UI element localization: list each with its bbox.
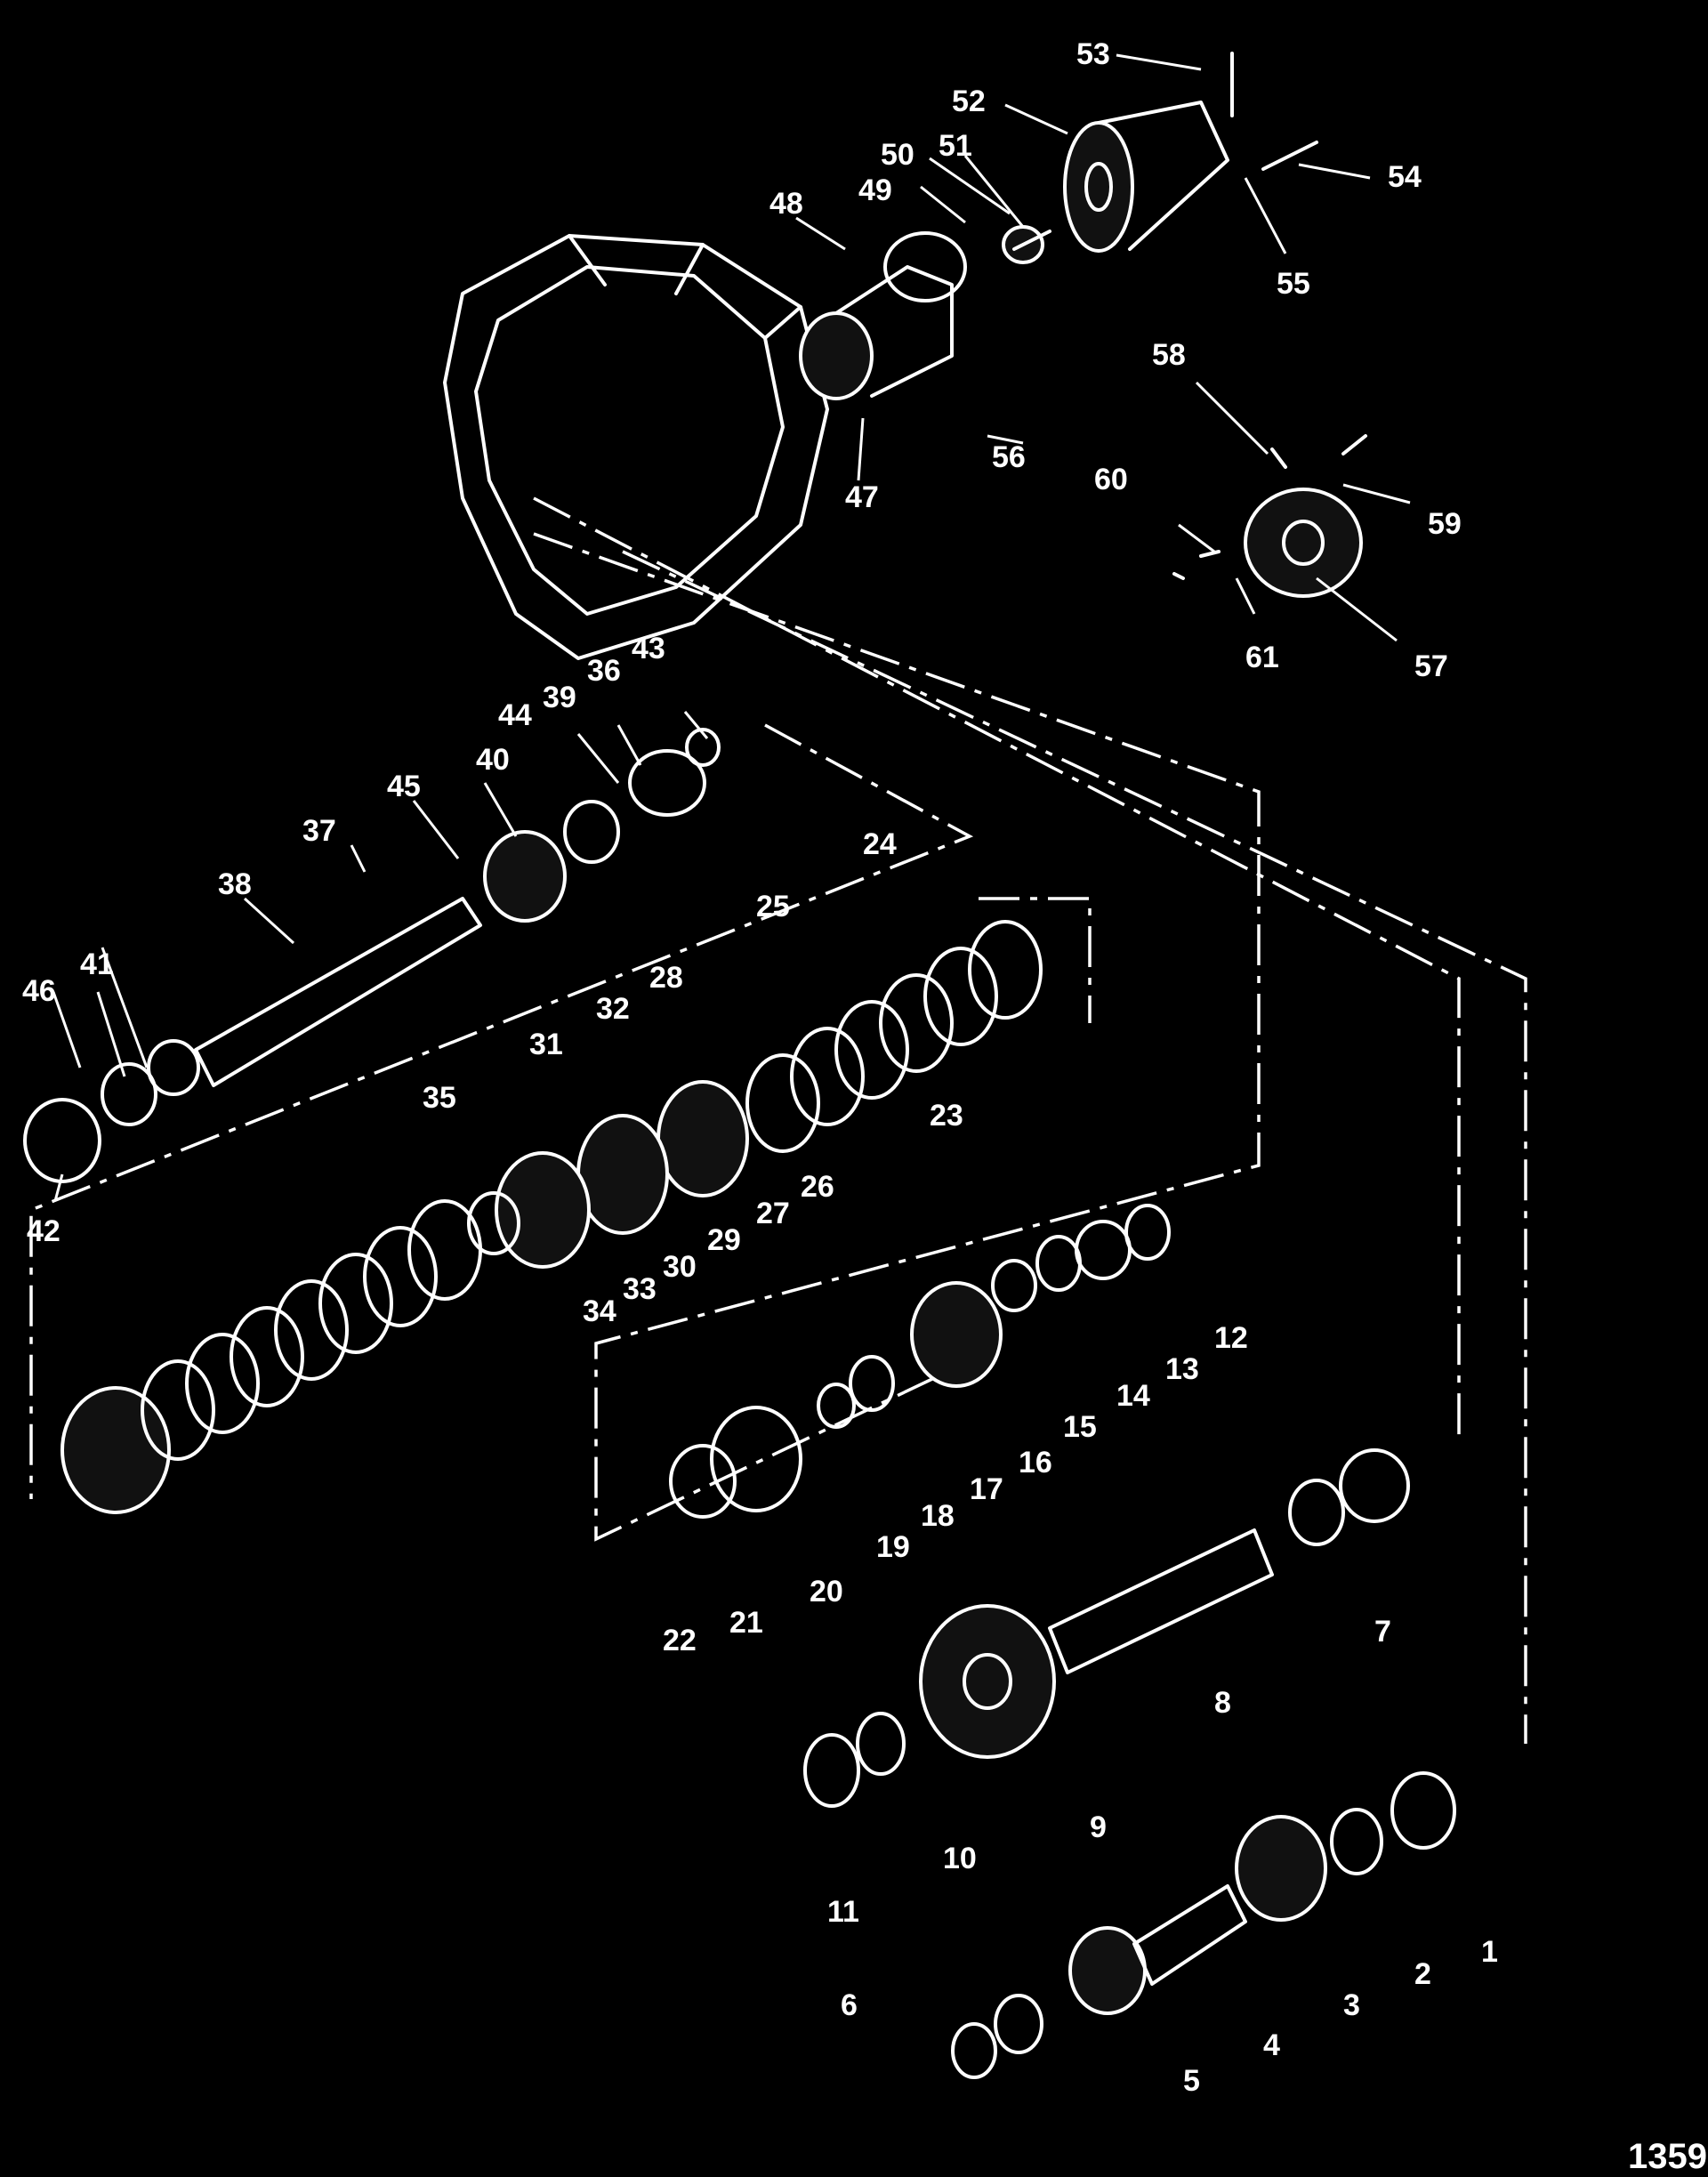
callout-31: 31 [529,1028,563,1061]
callout-61: 61 [1245,641,1279,674]
callout-22: 22 [663,1624,697,1657]
callout-39: 39 [543,681,576,714]
callout-33: 33 [623,1272,657,1306]
callout-18: 18 [921,1499,955,1533]
callout-45: 45 [387,770,421,803]
callout-57: 57 [1414,649,1448,683]
callout-8: 8 [1214,1686,1231,1720]
guide-line-input-shaft [533,496,1461,1441]
callout-25: 25 [756,890,790,923]
upper-clutch-pack [495,920,1043,1269]
callout-7: 7 [1374,1615,1391,1649]
callout-35: 35 [423,1081,456,1115]
callout-51: 51 [939,129,972,163]
callout-34: 34 [583,1294,616,1328]
callout-17: 17 [970,1472,1003,1506]
callout-48: 48 [769,187,803,221]
callout-26: 26 [801,1170,834,1204]
callout-9: 9 [1090,1810,1107,1844]
callout-16: 16 [1019,1446,1052,1480]
callout-2: 2 [1414,1957,1431,1991]
main-shaft-assembly [803,1448,1410,1808]
callout-47: 47 [845,480,879,514]
callout-56: 56 [992,440,1026,474]
callout-44: 44 [498,698,532,732]
callout-49: 49 [858,173,892,207]
callout-29: 29 [707,1223,741,1257]
callout-1: 1 [1481,1935,1498,1969]
callout-12: 12 [1214,1321,1248,1355]
guide-line-right-assembly [979,897,1092,1023]
figure-number: 13598 [1628,2137,1708,2176]
companion-flange [1172,434,1367,598]
callout-28: 28 [649,961,683,995]
callout-40: 40 [476,743,510,777]
callout-59: 59 [1428,507,1462,541]
guide-line-counter-shaft [622,550,1527,1744]
assembly-guide-lines [29,496,1527,1744]
callout-37: 37 [302,814,336,848]
output-flange-assembly [799,52,1318,400]
callout-10: 10 [943,1842,977,1875]
callout-30: 30 [663,1250,697,1284]
callout-6: 6 [841,1988,858,2022]
callout-53: 53 [1076,37,1110,71]
callout-55: 55 [1277,267,1310,301]
callout-24: 24 [863,827,897,861]
callout-27: 27 [756,1197,790,1230]
callout-52: 52 [952,85,986,118]
callout-41: 41 [80,947,114,981]
callout-46: 46 [22,974,56,1008]
lower-clutch-pack [60,1191,520,1514]
callout-13: 13 [1165,1352,1199,1386]
callout-4: 4 [1263,2028,1280,2062]
middle-shaft-assembly [669,1204,1171,1519]
callout-54: 54 [1388,160,1422,194]
callout-15: 15 [1063,1410,1097,1444]
callout-11: 11 [827,1895,859,1929]
callout-labels: 1 2 3 4 5 6 7 8 9 10 11 12 13 14 15 16 1… [22,37,1498,2098]
callout-leader-lines [52,53,1411,1202]
callout-20: 20 [810,1575,843,1609]
callout-38: 38 [218,867,252,901]
callout-14: 14 [1116,1379,1150,1413]
callout-19: 19 [876,1530,910,1564]
callout-21: 21 [729,1606,763,1640]
callout-43: 43 [632,632,665,665]
countershaft-assembly [951,1771,1456,2079]
callout-42: 42 [27,1214,60,1248]
input-shaft-assembly [23,728,721,1183]
callout-36: 36 [587,654,621,688]
callout-58: 58 [1152,338,1186,372]
callout-50: 50 [881,138,914,172]
callout-60: 60 [1094,463,1128,496]
callout-32: 32 [596,992,630,1026]
transmission-housing [443,234,829,660]
guide-line-main-shaft [533,532,1261,1542]
callout-3: 3 [1343,1988,1360,2022]
callout-23: 23 [930,1099,963,1133]
callout-5: 5 [1183,2064,1200,2098]
